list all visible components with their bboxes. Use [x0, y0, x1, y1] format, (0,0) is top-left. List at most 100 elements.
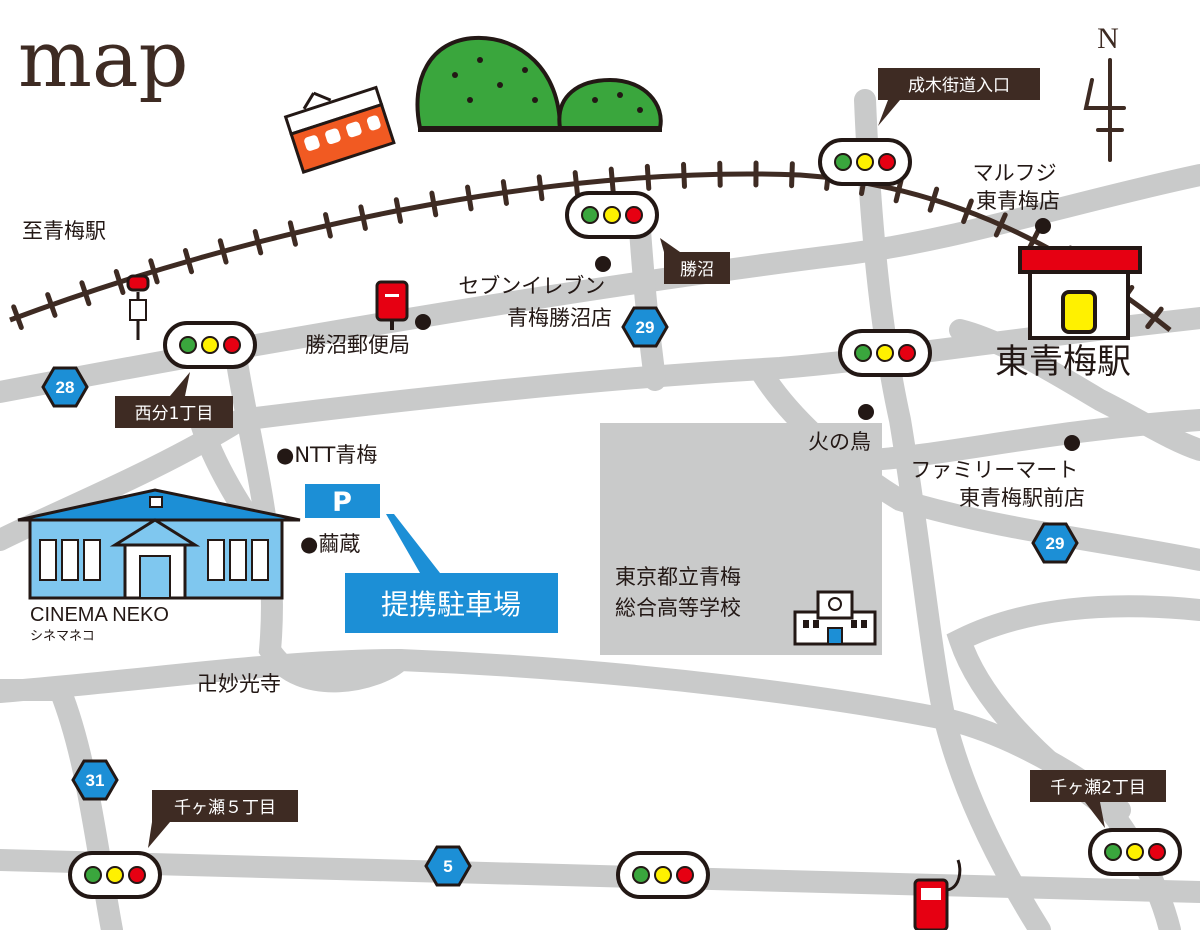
callout-chigase5: 千ヶ瀬５丁目 [148, 790, 298, 848]
label-hinotori: 火の鳥 [808, 430, 871, 454]
rail-sleeper [644, 163, 652, 191]
callout-katsunuma: 勝沼 [660, 238, 730, 284]
svg-text:31: 31 [86, 771, 105, 790]
rail-sleeper [79, 280, 92, 307]
road-west-vertical [224, 339, 411, 693]
tree-big [415, 35, 563, 130]
postbox-icon [375, 280, 409, 330]
rail-sleeper [1145, 306, 1164, 330]
svg-text:29: 29 [1046, 534, 1065, 553]
poi-dots [415, 218, 1080, 451]
callout-nishiwake: 西分1丁目 [115, 372, 233, 428]
signal-label-chigase5: 千ヶ瀬５丁目 [174, 798, 276, 818]
gas-station-icon [913, 859, 962, 930]
parking-sign [305, 484, 380, 518]
rail-sleeper [217, 238, 229, 265]
label-school: 東京都立青梅 総合高等学校 [615, 565, 748, 620]
road-east-vertical [854, 89, 1051, 930]
route-badge: 5 [424, 845, 472, 887]
label-ntt: ●NTT青梅 [276, 443, 377, 467]
rail-sleeper [961, 198, 974, 225]
road-temple [0, 648, 1131, 821]
compass-icon: N [1083, 22, 1126, 162]
rail-sleeper [536, 174, 545, 202]
traffic-signal-icon [68, 851, 162, 899]
signal-label-chigase2: 千ヶ瀬2丁目 [1050, 778, 1146, 798]
map-title: map [18, 15, 188, 105]
rail-sleeper [252, 229, 264, 256]
parking-label-box [345, 573, 558, 633]
rail-sleeper [608, 166, 616, 194]
route-markers: 28 29 29 31 5 [41, 306, 1079, 887]
route-badge: 29 [1031, 522, 1079, 564]
parking-label: 提携駐車場 [381, 588, 521, 621]
traffic-signal-icon [838, 329, 932, 377]
rail-sleeper [323, 212, 333, 239]
signal-label-katsunuma: 勝沼 [680, 260, 714, 280]
traffic-signal-icon [818, 138, 912, 186]
compass-north: N [1097, 22, 1119, 55]
road-school-east [946, 595, 1200, 821]
rail-sleeper [182, 248, 195, 275]
rail-sleeper [927, 186, 940, 213]
label-seven-eleven: セブンイレブン 青梅勝沼店 [458, 274, 612, 330]
label-cinema-kana: シネマネコ [30, 629, 95, 644]
signal-labels: 成木街道入口 勝沼 西分1丁目 千ヶ瀬５丁目 千ヶ瀬2丁目 [115, 68, 1166, 848]
school-icon [793, 590, 877, 646]
rail-sleeper [358, 204, 368, 231]
parking: P 提携駐車場 [305, 484, 558, 633]
rail-sleeper [681, 161, 687, 189]
label-familymart: ファミリーマート 東青梅駅前店 [910, 458, 1085, 510]
rail-sleeper [393, 197, 404, 224]
svg-text:28: 28 [56, 378, 75, 397]
rail-sleeper [465, 184, 474, 212]
rail-sleeper [148, 258, 160, 285]
route-badge: 28 [41, 366, 89, 408]
rail-sleeper [11, 304, 24, 331]
road-west-sw [49, 679, 123, 930]
crossing-sign-icon [126, 274, 150, 340]
rail-sleeper [893, 176, 904, 204]
traffic-signal-icon [565, 191, 659, 239]
rail-sleeper [993, 212, 1008, 238]
road-station-ramp [949, 319, 1200, 461]
rail-sleeper [500, 179, 509, 206]
callout-nariki: 成木街道入口 [878, 68, 1040, 126]
route-badge: 31 [71, 759, 119, 801]
label-post-office: 勝沼郵便局 [305, 333, 410, 357]
signal-label-nariki: 成木街道入口 [908, 76, 1010, 96]
label-station-name: 東青梅駅 [995, 342, 1131, 382]
tree-small [557, 77, 663, 130]
station-building [1018, 246, 1142, 340]
rail-sleeper [45, 292, 58, 318]
label-to-station: 至青梅駅 [22, 219, 106, 243]
labels: map N 至青梅駅 勝沼郵便局 セブンイレブン 青梅勝沼店 マルフジ 東青梅店… [18, 15, 1131, 696]
callout-chigase2: 千ヶ瀬2丁目 [1030, 770, 1166, 828]
label-cinema-name: CINEMA NEKO [30, 604, 169, 626]
signal-label-nishiwake: 西分1丁目 [135, 404, 214, 424]
cinema-building-icon [17, 488, 301, 600]
svg-text:5: 5 [443, 857, 452, 876]
road-katsunuma [629, 219, 666, 391]
traffic-signal-icon [616, 851, 710, 899]
trees [415, 35, 663, 132]
traffic-signal-icon [163, 321, 257, 369]
roads [0, 89, 1200, 930]
rail-sleeper [287, 220, 298, 247]
rail-sleeper [113, 269, 126, 295]
label-marufuji: マルフジ 東青梅店 [973, 161, 1064, 213]
label-kuranzo: ●繭蔵 [300, 532, 360, 556]
parking-letter: P [332, 487, 352, 518]
rail-sleeper [789, 161, 795, 189]
label-temple: 卍妙光寺 [197, 672, 281, 696]
rail-sleeper [572, 170, 580, 198]
train-icon [283, 85, 396, 174]
road-central [0, 307, 1200, 551]
rail-sleeper [429, 190, 439, 218]
traffic-signal-icon [1088, 828, 1182, 876]
route-badge: 29 [621, 306, 669, 348]
svg-text:29: 29 [636, 318, 655, 337]
road-station-east [749, 359, 1200, 571]
traffic-signals [68, 138, 1182, 899]
